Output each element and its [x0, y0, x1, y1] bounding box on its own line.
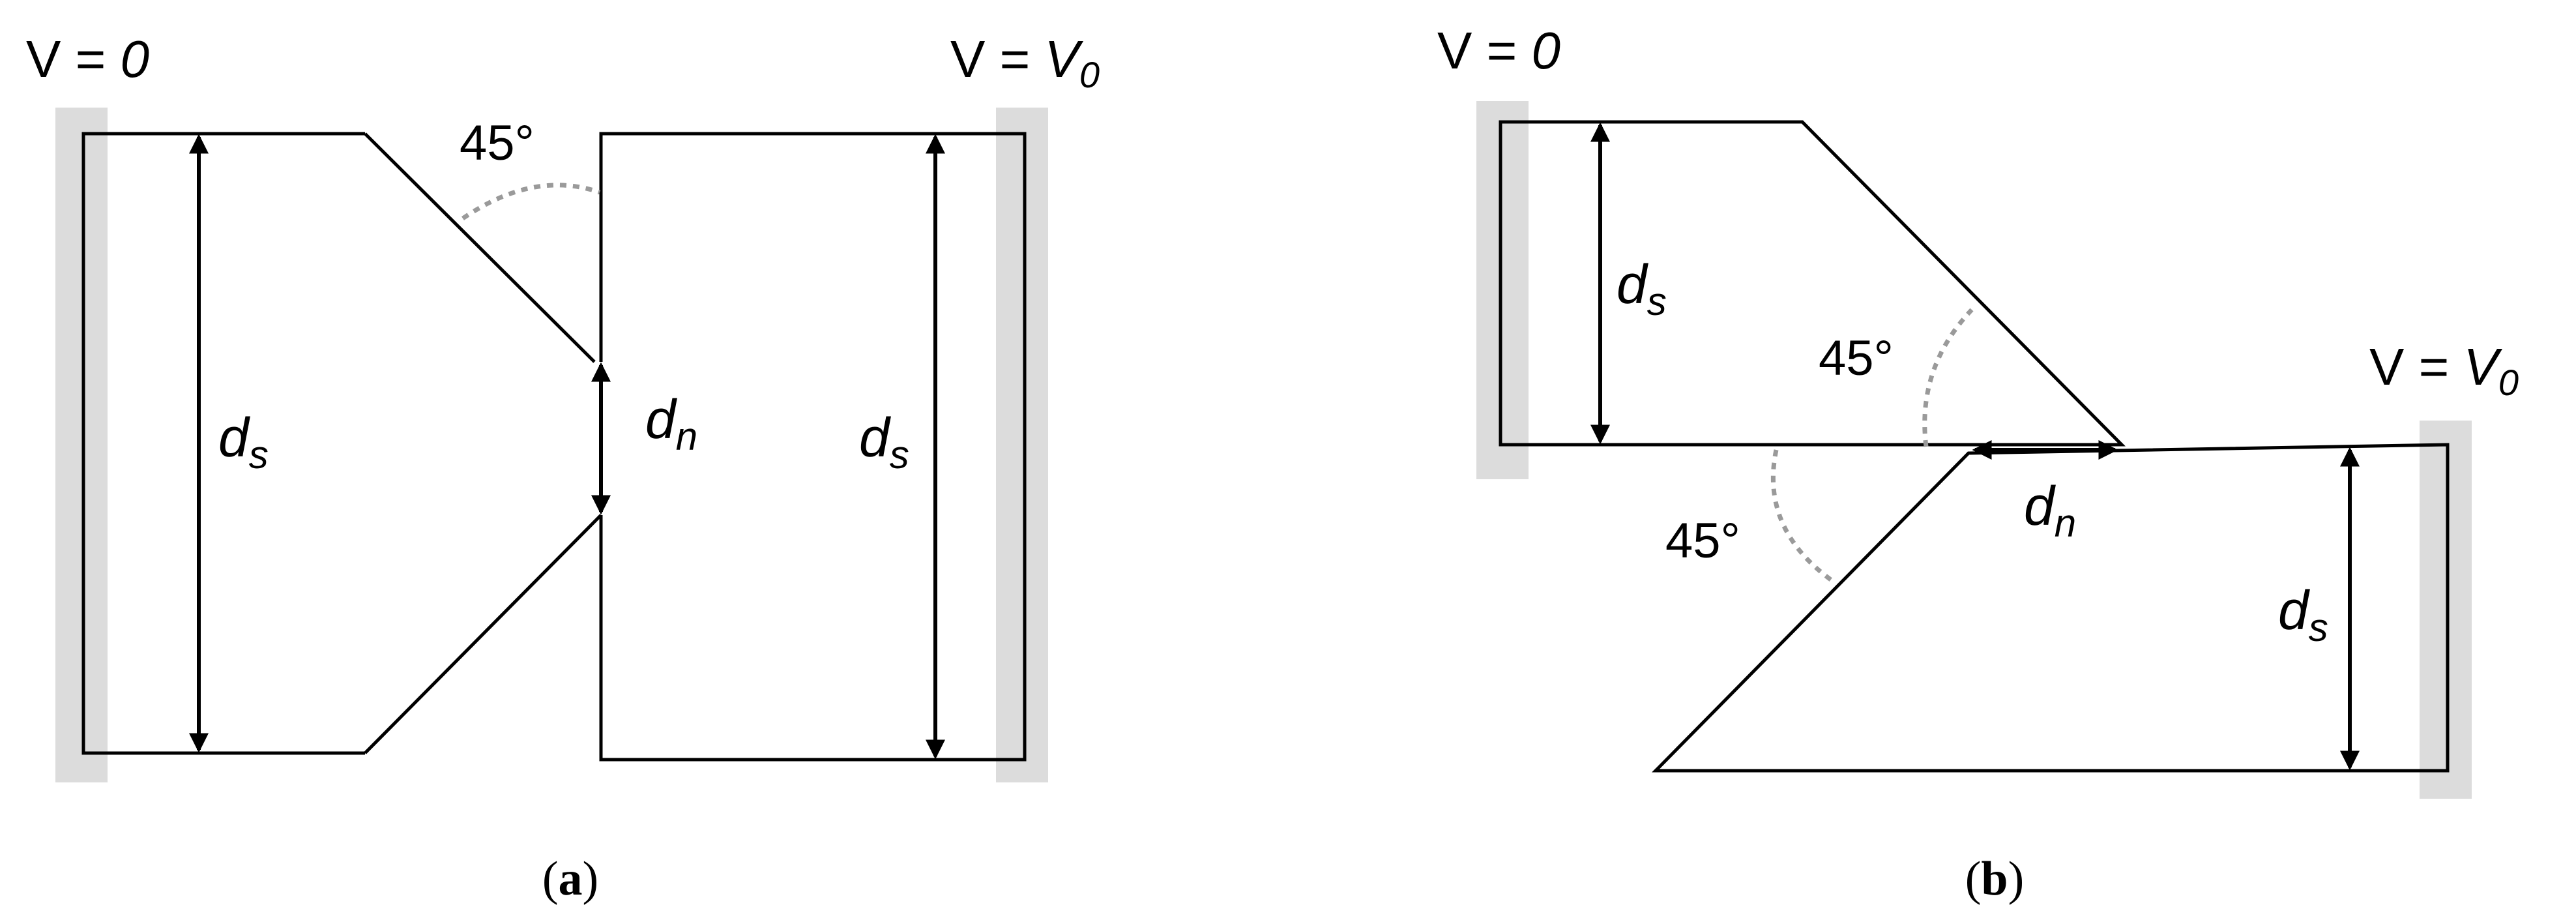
- panel-a-left-block: [81, 132, 365, 755]
- panel-b-angle-upper-label: 45°: [1819, 331, 1894, 386]
- panel-a-ds-left-label: ds: [218, 407, 269, 477]
- panel-b: V = 0 V = V0 45° 45° ds dn ds (b): [1437, 22, 2519, 906]
- panel-a-caption: (a): [542, 852, 598, 906]
- panel-a-dn-label: dn: [645, 389, 697, 458]
- panel-b-ds-upper-label: ds: [1617, 254, 1667, 323]
- panel-b-dn-label: dn: [2024, 475, 2076, 545]
- panel-b-caption: (b): [1965, 852, 2024, 906]
- panel-a-left-notch-lower-edge: [364, 514, 602, 754]
- panel-b-lower-block: [1652, 443, 2450, 773]
- panel-a-right-electrode: [996, 108, 1048, 782]
- panel-b-left-electrode: [1476, 101, 1529, 479]
- panel-b-upper-block: [1499, 120, 2126, 447]
- panel-a-left-electrode: [55, 108, 108, 782]
- panel-a-right-potential-label: V = V0: [950, 30, 1100, 95]
- panel-b-left-potential-label: V = 0: [1437, 22, 1560, 80]
- panel-a-left-potential-label: V = 0: [26, 30, 149, 88]
- panel-b-right-potential-label: V = V0: [2369, 338, 2519, 403]
- panel-b-right-electrode: [2420, 421, 2472, 799]
- panel-b-angle-arc-upper: [1922, 308, 1974, 447]
- panel-a-left-notch-upper-edge: [364, 132, 596, 363]
- panel-a-right-block: [599, 132, 1027, 762]
- panel-b-angle-arc-lower: [1770, 449, 1834, 582]
- panel-b-ds-lower-label: ds: [2278, 580, 2328, 649]
- panel-a-ds-right-label: ds: [859, 407, 909, 477]
- panel-a-angle-arc: [461, 183, 601, 220]
- panel-b-angle-lower-label: 45°: [1665, 513, 1740, 569]
- panel-a-angle-label: 45°: [460, 115, 534, 171]
- panel-a: V = 0 V = V0 45° ds dn ds (a): [26, 30, 1100, 906]
